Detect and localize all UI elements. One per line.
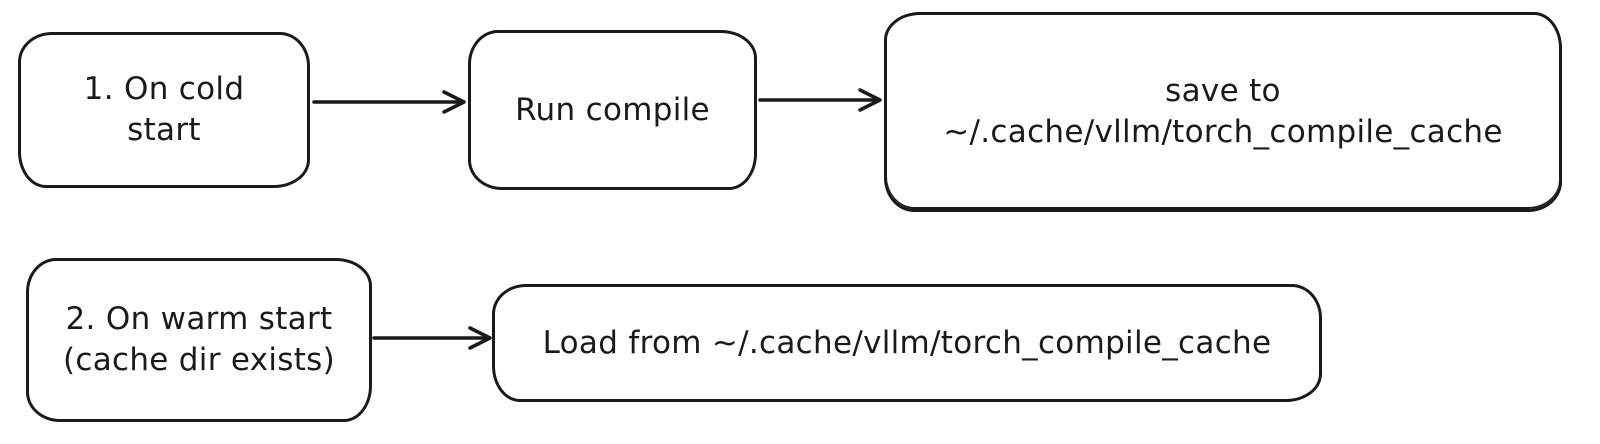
node-save-cache-line2: ~/.cache/vllm/torch_compile_cache: [943, 114, 1503, 150]
node-warm-start: 2. On warm start (cache dir exists): [26, 258, 372, 422]
arrow-cold-to-compile-icon: [312, 90, 466, 114]
node-cold-start: 1. On cold start: [18, 32, 310, 188]
node-run-compile-line1: Run compile: [515, 91, 710, 128]
node-save-cache-line1: save to: [1165, 73, 1281, 110]
node-warm-start-line2: (cache dir exists): [62, 342, 336, 378]
node-load-cache-label: Load from ~/.cache/vllm/torch_compile_ca…: [529, 323, 1286, 364]
node-run-compile-label: Run compile: [501, 90, 724, 131]
node-run-compile: Run compile: [468, 30, 757, 190]
arrow-compile-to-save-icon: [758, 88, 882, 112]
arrow-warm-to-load-icon: [372, 326, 492, 350]
node-cold-start-label: 1. On cold start: [70, 69, 259, 151]
node-cold-start-line2: start: [127, 112, 201, 148]
node-cold-start-line1: 1. On cold: [83, 71, 245, 108]
node-save-cache: save to ~/.cache/vllm/torch_compile_cach…: [884, 12, 1562, 212]
node-warm-start-label: 2. On warm start (cache dir exists): [49, 299, 349, 381]
node-save-cache-label: save to ~/.cache/vllm/torch_compile_cach…: [929, 71, 1517, 153]
node-warm-start-line1: 2. On warm start: [65, 301, 333, 338]
node-load-cache-line1: Load from ~/.cache/vllm/torch_compile_ca…: [542, 324, 1272, 361]
node-load-cache: Load from ~/.cache/vllm/torch_compile_ca…: [492, 284, 1322, 402]
